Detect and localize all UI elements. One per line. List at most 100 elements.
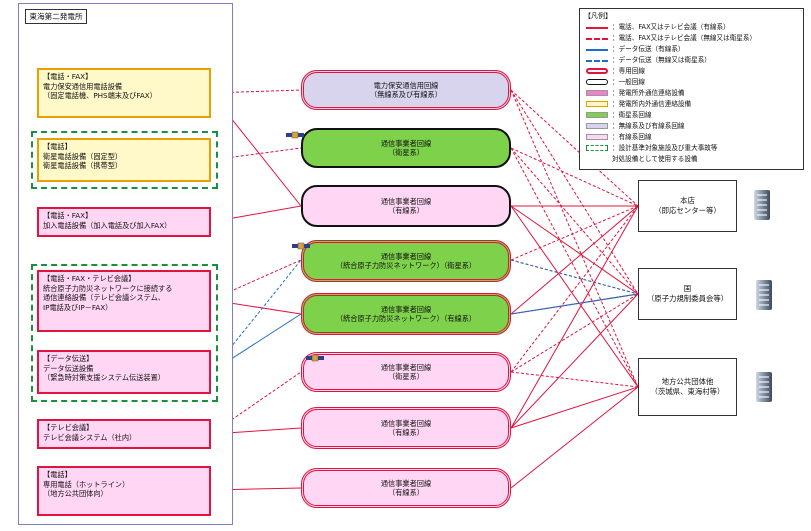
device-integrated-network: 【電話・FAX・テレビ会議】 統合原子力防災ネットワークに接続する 通信連絡設備… (37, 270, 211, 332)
legend-symbol (586, 134, 608, 140)
line-sublabel: （統合原子力防災ネットワーク）（衛星系） (335, 261, 477, 270)
connection-line (210, 371, 302, 435)
building-icon (756, 280, 772, 310)
legend-symbol (586, 101, 608, 107)
connection-line (510, 205, 639, 429)
device-line: テレビ会議システム（社内） (43, 432, 137, 442)
device-line: データ伝送設備 (43, 363, 94, 373)
line-sublabel: （衛星系） (388, 372, 424, 381)
legend-item: 対処設備として使用する設備 (586, 155, 698, 163)
connection-line (510, 205, 639, 315)
line-power-security: 電力保安通信用回線 （無線系及び有線系） (301, 70, 511, 110)
legend-item: ：専用回線 (586, 67, 645, 75)
legend-item: ：発電所外通信連絡設備 (586, 89, 685, 97)
device-subscriber-phone: 【電話・FAX】 加入電話設備（加入電話及び加入FAX） (37, 207, 211, 237)
line-sublabel: （統合原子力防災ネットワーク）（有線系） (335, 314, 477, 323)
line-carrier-satellite: 通信事業者回線 （衛星系） (301, 128, 511, 168)
device-power-telephone: 【電話・FAX】 電力保安通信用電話設備 （固定電話機、PHS端末及びFAX） (37, 68, 211, 118)
legend-text: ：データ伝送（有線系） (612, 44, 685, 53)
legend-item: ：データ伝送（無線又は衛星系） (586, 56, 711, 64)
line-carrier-wired: 通信事業者回線 （有線系） (301, 185, 511, 227)
legend-text: ：有線系回線 (612, 132, 652, 141)
connection-line (510, 293, 639, 429)
device-title: 【データ伝送】 (43, 354, 94, 363)
device-line: 衛星電話設備（固定型） (43, 151, 123, 161)
legend-symbol (586, 68, 608, 74)
line-label: 通信事業者回線 (380, 419, 432, 428)
line-carrier-wired-3: 通信事業者回線 （有線系） (301, 468, 511, 508)
device-tv-conference: 【テレビ会議】 テレビ会議システム（社内） (37, 419, 211, 449)
line-carrier-satellite-2: 通信事業者回線 （衛星系） (301, 352, 511, 392)
connection-line (510, 89, 639, 388)
line-sublabel: （有線系） (388, 488, 424, 497)
legend-text: ：データ伝送（無線又は衛星系） (612, 55, 711, 64)
org-sub: （原子力規制委員会等） (646, 294, 729, 303)
legend-symbol (586, 38, 608, 40)
connection-line (510, 147, 639, 207)
connection-line (510, 205, 639, 388)
line-carrier-wired-2: 通信事業者回線 （有線系） (301, 407, 511, 449)
line-label: 通信事業者回線 (380, 305, 432, 314)
legend-text: ：無線系及び有線系回線 (612, 121, 685, 130)
legend-symbol (586, 79, 608, 85)
legend-symbol (586, 112, 608, 118)
org-headquarters: 本店 （即応センター等） (638, 180, 737, 232)
legend-text: ：衛星系回線 (612, 110, 652, 119)
connection-line (210, 259, 302, 373)
legend-item: ：無線系及び有線系回線 (586, 122, 685, 130)
device-title: 【電話・FAX】 (43, 211, 93, 220)
legend-item: ：電話、FAX又はテレビ会議（無線又は衛星系） (586, 34, 756, 42)
legend-symbol (586, 60, 608, 62)
device-line: IP電話及びIP－FAX） (43, 302, 113, 312)
device-line: 統合原子力防災ネットワークに接続する (43, 283, 173, 293)
line-label: 通信事業者回線 (380, 139, 432, 148)
legend-symbol (586, 90, 608, 96)
org-sub: （即応センター等） (654, 206, 721, 215)
line-sublabel: （衛星系） (388, 148, 424, 157)
legend-text: ：専用回線 (612, 66, 645, 75)
device-line: 電力保安通信用電話設備 (43, 81, 123, 91)
legend-symbol (586, 123, 608, 129)
connection-line (510, 386, 639, 429)
satellite-icon (292, 236, 310, 250)
legend: 【凡例】 ：電話、FAX又はテレビ会議（有線系） ：電話、FAX又はテレビ会議（無… (579, 8, 804, 170)
line-label: 通信事業者回線 (380, 363, 432, 372)
org-name: 国 (683, 284, 692, 293)
legend-text: ：発電所外通信連絡設備 (612, 88, 685, 97)
satellite-icon (306, 348, 324, 362)
sa-equipment-frame (31, 131, 218, 189)
legend-item: ：発電所内外通信連絡設備 (586, 100, 691, 108)
legend-text: 対処設備として使用する設備 (612, 154, 698, 163)
device-line: 衛星電話設備（携帯型） (43, 161, 123, 170)
connection-line (510, 89, 639, 295)
line-sublabel: （無線系及び有線系） (370, 90, 442, 99)
connection-line (510, 259, 639, 295)
legend-symbol (586, 49, 608, 51)
legend-item: ：有線系回線 (586, 133, 652, 141)
device-line: （緊急時対策支援システム伝送装置） (43, 373, 165, 382)
legend-title: 【凡例】 (584, 12, 612, 20)
legend-text: ：発電所内外通信連絡設備 (612, 99, 692, 108)
legend-item: ：衛星系回線 (586, 111, 652, 119)
legend-text: ：電話、FAX又はテレビ会議（有線系） (612, 22, 730, 31)
line-integrated-wired: 通信事業者回線 （統合原子力防災ネットワーク）（有線系） (301, 293, 511, 335)
device-title: 【電話・FAX・テレビ会議】 (43, 274, 136, 283)
connection-line (510, 89, 639, 207)
line-sublabel: （有線系） (388, 428, 424, 437)
connection-line (510, 205, 639, 261)
device-line: （地方公共団体向） (43, 489, 108, 498)
line-label: 電力保安通信用回線 (373, 81, 439, 90)
legend-item: ：データ伝送（有線系） (586, 45, 685, 53)
line-label: 通信事業者回線 (380, 479, 432, 488)
connection-line (510, 147, 639, 388)
legend-text: ：電話、FAX又はテレビ会議（無線又は衛星系） (612, 33, 757, 42)
connection-line (510, 205, 639, 295)
org-local-government: 地方公共団体他 （茨城県、東海村等） (638, 358, 737, 416)
device-hotline: 【電話】 専用電話（ホットライン） （地方公共団体向） (37, 466, 211, 516)
legend-symbol (586, 27, 608, 29)
org-government: 国 （原子力規制委員会等） (638, 268, 737, 320)
legend-text: ：一般回線 (612, 77, 645, 86)
org-name: 本店 (680, 196, 695, 205)
plant-title: 東海第二発電所 (25, 9, 87, 24)
